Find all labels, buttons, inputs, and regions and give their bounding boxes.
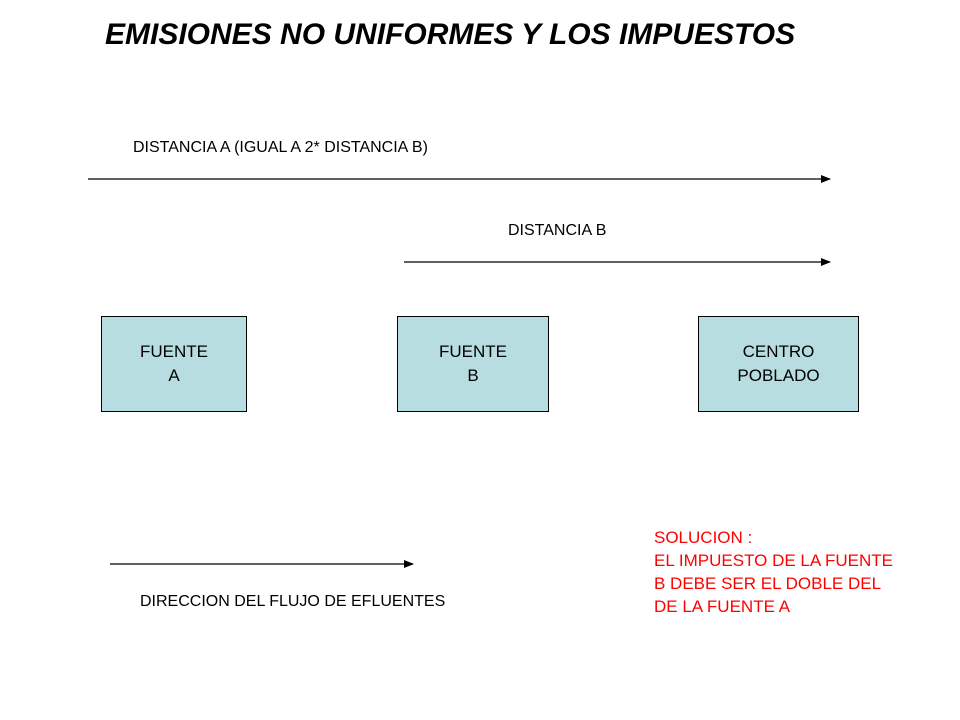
source-b-line2: B: [467, 366, 479, 385]
solution-line: EL IMPUESTO DE LA FUENTE: [654, 551, 894, 570]
town-box: CENTRO POBLADO: [698, 316, 859, 412]
source-a-line2: A: [168, 366, 180, 385]
page-title: EMISIONES NO UNIFORMES Y LOS IMPUESTOS: [105, 18, 796, 51]
solution-line: DE LA FUENTE A: [654, 597, 791, 616]
flow-direction-label: DIRECCION DEL FLUJO DE EFLUENTES: [140, 593, 446, 610]
distance-a-label: DISTANCIA A (IGUAL A 2* DISTANCIA B): [133, 139, 428, 156]
source-b-line1: FUENTE: [439, 342, 507, 361]
solution-line: SOLUCION :: [654, 528, 753, 547]
town-line1: CENTRO: [742, 342, 815, 361]
distance-b-label: DISTANCIA B: [508, 222, 607, 239]
solution-note: SOLUCION : EL IMPUESTO DE LA FUENTE B DE…: [654, 526, 893, 618]
source-a-box: FUENTE A: [101, 316, 247, 412]
source-a-line1: FUENTE: [140, 342, 208, 361]
solution-line: B DEBE SER EL DOBLE DEL: [654, 574, 882, 593]
town-line2: POBLADO: [737, 366, 820, 385]
source-b-box: FUENTE B: [397, 316, 549, 412]
